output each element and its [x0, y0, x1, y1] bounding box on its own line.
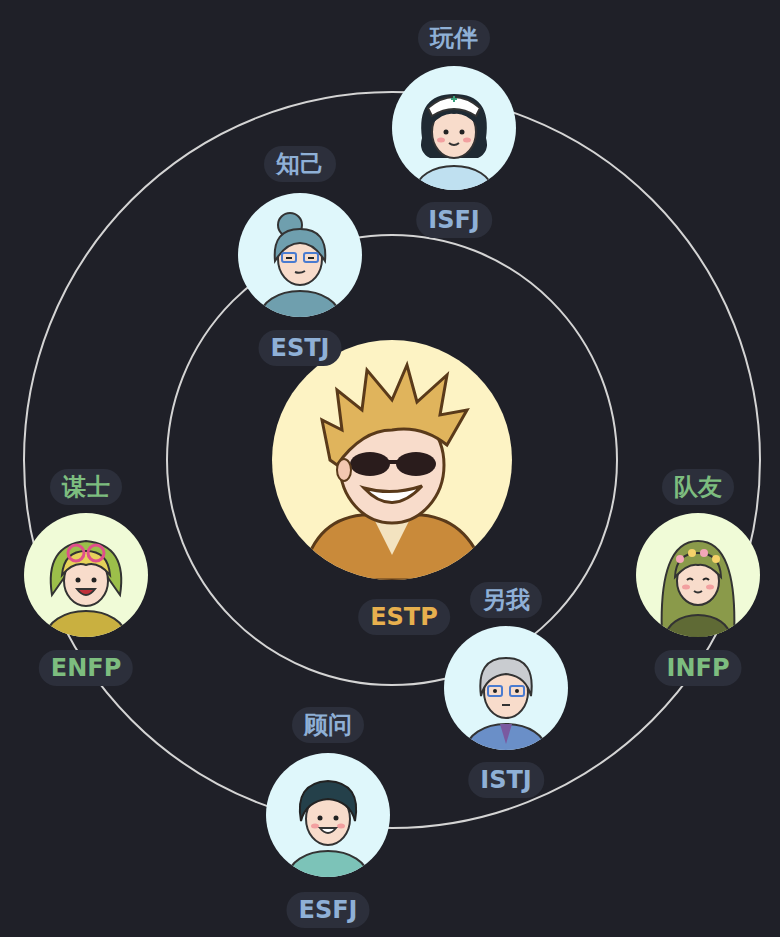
type-label: ISFJ: [416, 202, 492, 238]
type-label: ESTP: [358, 599, 450, 635]
avatar-node: 顾问 ESFJ: [248, 707, 408, 928]
avatar-node: 玩伴 ISFJ: [374, 20, 534, 238]
avatar: [392, 66, 516, 214]
avatar-node: ESTP: [324, 599, 484, 635]
avatar-node: 队友 INFP: [618, 469, 778, 686]
inner-orbit: [167, 235, 617, 685]
avatar: [266, 753, 390, 903]
avatar-node: 知己 ESTJ: [220, 146, 380, 366]
type-label: ENFP: [39, 650, 133, 686]
avatar: [636, 513, 760, 659]
role-label: 另我: [470, 582, 542, 618]
type-label: INFP: [655, 650, 742, 686]
avatar: [444, 626, 568, 776]
avatar: [24, 513, 148, 663]
role-label: 队友: [662, 469, 734, 505]
outer-orbit: [24, 92, 760, 828]
role-label: 顾问: [292, 707, 364, 743]
type-label: ESFJ: [286, 892, 369, 928]
avatar-node: 谋士 ENFP: [6, 469, 166, 686]
type-label: ISTJ: [468, 762, 544, 798]
avatar: [238, 193, 362, 343]
center-avatar: [272, 340, 512, 580]
role-label: 知己: [264, 146, 336, 182]
role-label: 谋士: [50, 469, 122, 505]
type-label: ESTJ: [259, 330, 342, 366]
avatar-node: 另我 ISTJ: [426, 582, 586, 798]
role-label: 玩伴: [418, 20, 490, 56]
